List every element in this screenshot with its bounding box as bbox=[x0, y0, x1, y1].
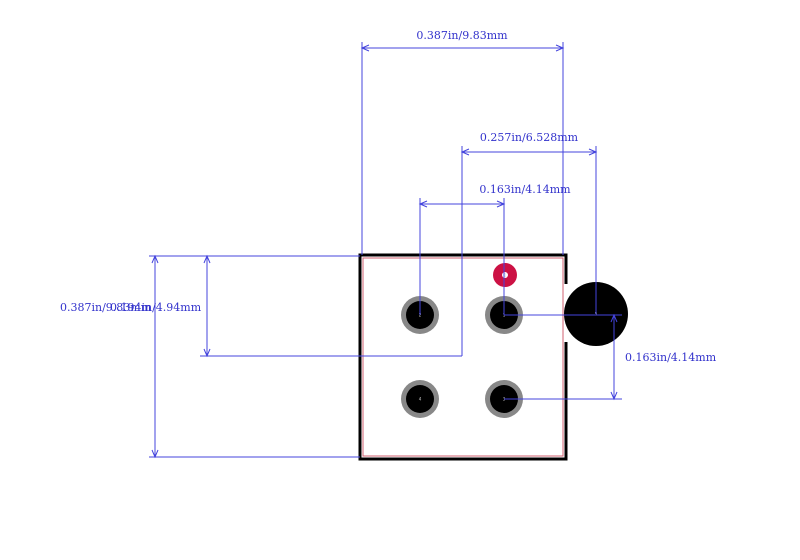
dimension-width-total: 0.387in/9.83mm bbox=[360, 29, 565, 255]
dimension-label: 0.163in/4.14mm bbox=[625, 351, 717, 364]
dimension-label: 0.194in/4.94mm bbox=[110, 301, 202, 314]
dimension-height-to-pin: 0.194in/4.94mm bbox=[110, 254, 462, 358]
pad-4: 4 bbox=[401, 380, 439, 418]
courtyard-outline bbox=[362, 257, 564, 457]
dimension-label: 0.387in/9.83mm bbox=[60, 301, 152, 314]
dimension-label: 0.387in/9.83mm bbox=[416, 29, 508, 42]
dimension-pin-pitch-x: 0.163in/4.14mm bbox=[418, 183, 571, 315]
pad-label: 4 bbox=[419, 397, 422, 402]
component-outline bbox=[358, 253, 568, 461]
dimension-label: 0.257in/6.528mm bbox=[480, 131, 579, 144]
pin1-marker: 1 bbox=[493, 263, 517, 287]
dimension-height-total: 0.387in/9.83mm bbox=[60, 254, 360, 459]
dimension-label: 0.163in/4.14mm bbox=[479, 183, 571, 196]
dimension-width-to-mount: 0.257in/6.528mm bbox=[460, 131, 598, 356]
marker-label: 1 bbox=[504, 273, 507, 278]
dimension-pin-pitch-y: 0.163in/4.14mm bbox=[504, 313, 717, 401]
